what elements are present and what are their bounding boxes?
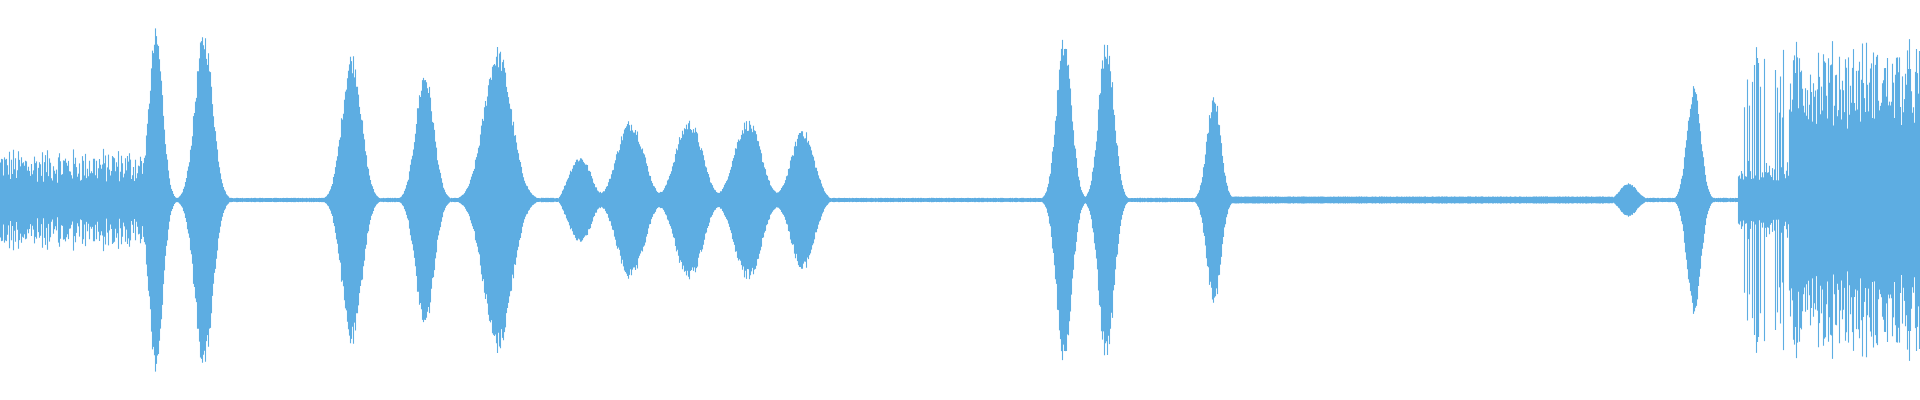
waveform-canvas[interactable] — [0, 0, 1920, 400]
audio-waveform[interactable] — [0, 0, 1920, 400]
